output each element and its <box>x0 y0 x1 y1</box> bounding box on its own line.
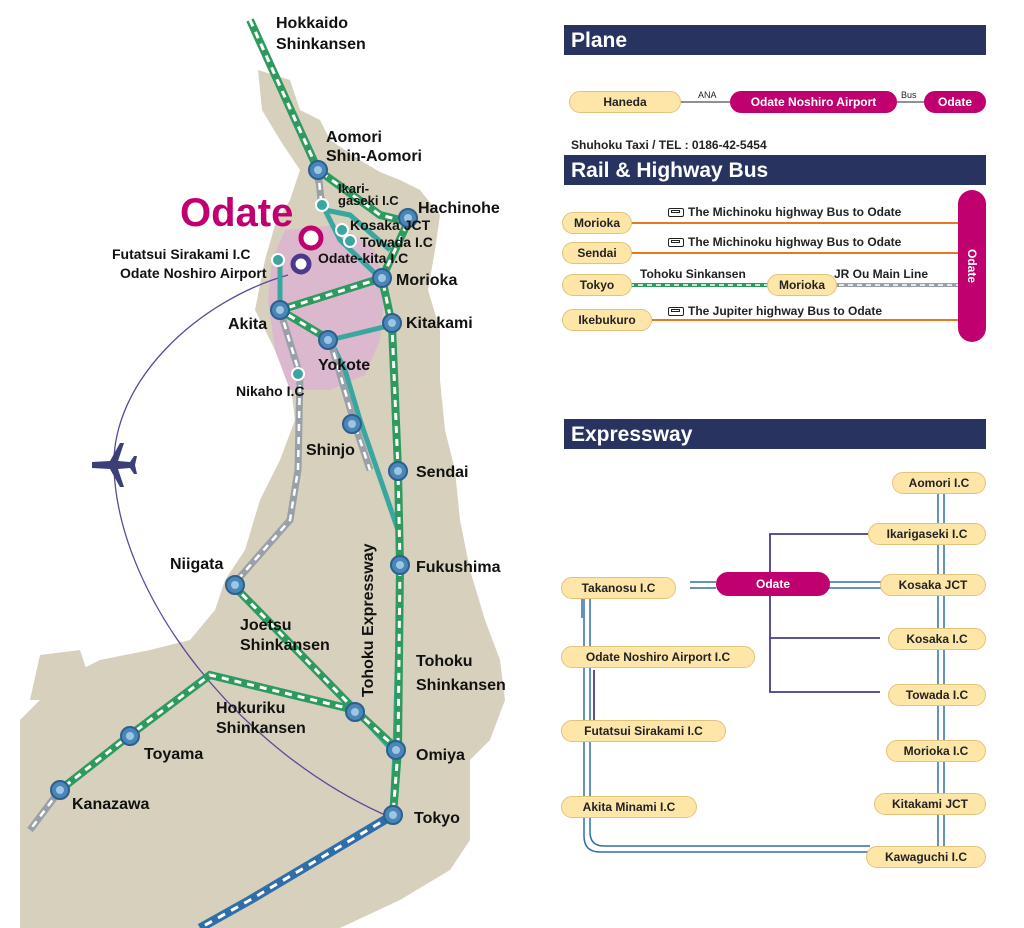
tokyo-label: Tokyo <box>414 810 460 827</box>
airport-marker[interactable] <box>290 253 312 275</box>
station-aomori[interactable] <box>308 160 328 180</box>
station-yokote[interactable] <box>318 330 338 350</box>
route-sendai-text: The Michinoku highway Bus to Odate <box>688 235 902 249</box>
bus-icon <box>668 238 684 247</box>
origin-tokyo[interactable]: Tokyo <box>562 274 632 296</box>
tokaido-line <box>197 811 396 928</box>
route-ikebukuro: The Jupiter highway Bus to Odate <box>668 304 882 318</box>
kosaka-jct[interactable]: Kosaka JCT <box>880 574 986 596</box>
expressway-header: Expressway <box>564 419 986 449</box>
futatsui-label: Futatsui Sirakami I.C <box>112 246 250 262</box>
akita-label: Akita <box>228 316 267 333</box>
interchanges <box>271 198 357 381</box>
route-ikebukuro-text: The Jupiter highway Bus to Odate <box>688 304 883 318</box>
route-morioka-text: The Michinoku highway Bus to Odate <box>688 205 902 219</box>
bus-icon <box>668 307 684 316</box>
ic-kosaka-jct[interactable] <box>335 223 349 237</box>
kitakami-jct[interactable]: Kitakami JCT <box>874 793 986 815</box>
rail-bus-destination[interactable]: Odate <box>958 190 986 342</box>
station-hachinohe[interactable] <box>398 208 418 228</box>
origin-ikebukuro[interactable]: Ikebukuro <box>562 309 652 331</box>
aomori-ic[interactable]: Aomori I.C <box>892 472 986 494</box>
stations <box>50 160 418 825</box>
odate-expressway-pill[interactable]: Odate <box>716 572 830 596</box>
station-morioka[interactable] <box>372 268 392 288</box>
odate-plane-pill[interactable]: Odate <box>924 91 986 113</box>
station-fukushima[interactable] <box>390 555 410 575</box>
akita-minami-ic[interactable]: Akita Minami I.C <box>561 796 697 818</box>
takanosu-ic[interactable]: Takanosu I.C <box>561 577 676 599</box>
bus-icon <box>668 208 684 217</box>
omiya-label: Omiya <box>416 747 465 764</box>
origin-morioka[interactable]: Morioka <box>562 212 632 234</box>
futatsui-sirakami-ic[interactable]: Futatsui Sirakami I.C <box>561 720 726 742</box>
ic-nikaho[interactable] <box>291 367 305 381</box>
via-morioka[interactable]: Morioka <box>767 274 837 296</box>
rail-bus-lines <box>620 222 960 321</box>
kitakami-label: Kitakami <box>406 315 473 332</box>
station-sendai[interactable] <box>388 461 408 481</box>
station-niigata[interactable] <box>225 575 245 595</box>
land-west-fragment <box>30 650 90 700</box>
station-omiya[interactable] <box>386 740 406 760</box>
towada-ic[interactable]: Towada I.C <box>888 684 986 706</box>
toyama-label: Toyama <box>144 746 203 763</box>
odate-marker[interactable] <box>298 225 324 251</box>
route-morioka: The Michinoku highway Bus to Odate <box>668 205 901 219</box>
odate-kita-label: Odate-kita I.C <box>318 250 408 266</box>
station-akita[interactable] <box>270 300 290 320</box>
route-sendai: The Michinoku highway Bus to Odate <box>668 235 901 249</box>
flight-path <box>113 274 386 816</box>
odate-label: Odate <box>180 191 293 235</box>
kanazawa-label: Kanazawa <box>72 796 149 813</box>
haneda-pill[interactable]: Haneda <box>569 91 681 113</box>
yokote-label: Yokote <box>318 357 370 374</box>
station-shinjo[interactable] <box>342 414 362 434</box>
ic-futatsui[interactable] <box>271 253 285 267</box>
niigata-label: Niigata <box>170 556 223 573</box>
rail-bus-destination-label: Odate <box>965 248 979 284</box>
airport-label: Odate Noshiro Airport <box>120 265 267 281</box>
station-kanazawa[interactable] <box>50 780 70 800</box>
fukushima-label: Fukushima <box>416 559 501 576</box>
plane-header: Plane <box>564 25 986 55</box>
station-toyama[interactable] <box>120 726 140 746</box>
airport-pill[interactable]: Odate Noshiro Airport <box>730 91 897 113</box>
morioka-ic[interactable]: Morioka I.C <box>886 740 986 762</box>
shinjo-label: Shinjo <box>306 442 355 459</box>
ana-label: ANA <box>698 90 717 100</box>
route-tokyo-ou-line: JR Ou Main Line <box>834 267 929 281</box>
kosaka-jct-label: Kosaka JCT <box>350 217 431 233</box>
bus-label: Bus <box>901 90 917 100</box>
odate-noshiro-airport-ic[interactable]: Odate Noshiro Airport I.C <box>561 646 755 668</box>
sendai-label: Sendai <box>416 464 468 481</box>
station-takasaki[interactable] <box>345 702 365 722</box>
kawaguchi-ic[interactable]: Kawaguchi I.C <box>866 846 986 868</box>
taxi-info: Shuhoku Taxi / TEL : 0186-42-5454 <box>571 138 767 152</box>
origin-sendai[interactable]: Sendai <box>562 242 632 264</box>
route-tokyo-shinkansen: Tohoku Sinkansen <box>640 267 746 281</box>
rail-bus-header: Rail & Highway Bus <box>564 155 986 185</box>
hachinohe-label: Hachinohe <box>418 200 500 217</box>
ic-towada[interactable] <box>343 234 357 248</box>
morioka-label: Morioka <box>396 272 457 289</box>
ic-ikarigaseki[interactable] <box>315 198 329 212</box>
nikaho-label: Nikaho I.C <box>236 383 304 399</box>
ikarigaseki-ic[interactable]: Ikarigaseki I.C <box>868 523 986 545</box>
station-kitakami[interactable] <box>382 313 402 333</box>
tohoku-expressway-label: Tohoku Expressway <box>360 543 377 697</box>
station-tokyo[interactable] <box>383 805 403 825</box>
kosaka-ic[interactable]: Kosaka I.C <box>888 628 986 650</box>
towada-label: Towada I.C <box>360 234 433 250</box>
shinkansen-lines <box>57 18 414 816</box>
plane-icon <box>92 443 137 487</box>
ikarigaseki-label: Ikari-gaseki I.C <box>338 181 399 208</box>
